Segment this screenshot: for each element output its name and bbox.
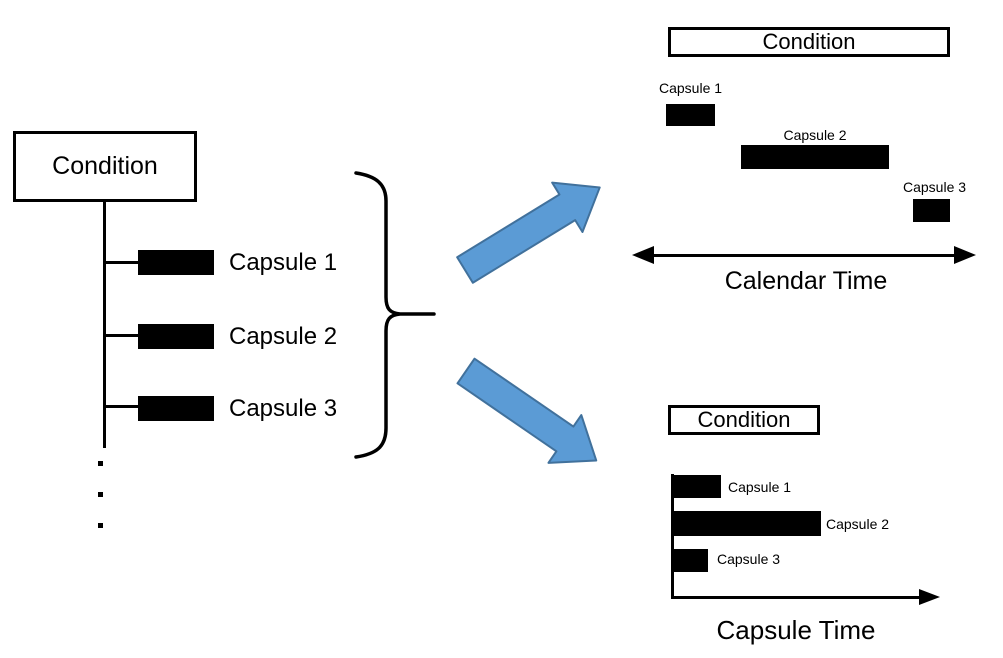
capsule-condition-label: Condition: [697, 407, 791, 432]
ellipsis-dot: [98, 523, 103, 528]
calendar-time-axis-label: Calendar Time: [724, 267, 888, 295]
ellipsis-dot: [98, 492, 103, 497]
left-capsule-bar-1: [138, 250, 214, 275]
left-condition-label: Condition: [52, 152, 158, 180]
capsule-time-x-axis-line: [671, 596, 921, 599]
calendar-time-axis-line: [650, 254, 956, 257]
tree-branch-line-1: [103, 261, 140, 264]
block-arrow-down-right-icon: [456, 357, 598, 464]
capsule-time-label-3: Capsule 3: [717, 551, 781, 567]
tree-branch-line-2: [103, 334, 140, 337]
ellipsis-dot: [98, 461, 103, 466]
capsule-time-bar-2: [674, 511, 821, 536]
calendar-capsule-label-3: Capsule 3: [903, 179, 967, 195]
capsule-condition-box: Condition: [668, 405, 820, 435]
left-capsule-bar-3: [138, 396, 214, 421]
arrowhead-left-icon: [632, 246, 654, 264]
capsule-time-bar-3: [674, 549, 708, 572]
tree-vertical-line: [103, 202, 106, 448]
left-capsule-bar-2: [138, 324, 214, 349]
calendar-capsule-bar-3: [913, 199, 950, 222]
calendar-capsule-label-1: Capsule 1: [659, 80, 723, 96]
right-curly-brace-icon: [354, 171, 436, 459]
capsule-time-bar-1: [674, 475, 721, 498]
calendar-condition-label: Condition: [762, 29, 856, 54]
arrowhead-right-icon: [919, 589, 940, 605]
capsule-time-y-axis: [671, 474, 674, 599]
calendar-capsule-bar-1: [666, 104, 715, 126]
left-capsule-label-2: Capsule 2: [229, 323, 338, 350]
calendar-capsule-bar-2: [741, 145, 889, 169]
block-arrow-up-right-icon: [456, 181, 601, 284]
capsule-time-label-2: Capsule 2: [826, 516, 890, 532]
left-capsule-label-1: Capsule 1: [229, 249, 338, 276]
calendar-capsule-label-2: Capsule 2: [783, 127, 847, 143]
capsule-time-axis-label: Capsule Time: [716, 615, 876, 645]
calendar-condition-box: Condition: [668, 27, 950, 57]
left-capsule-label-3: Capsule 3: [229, 395, 338, 422]
arrowhead-right-icon: [954, 246, 976, 264]
left-condition-box: Condition: [13, 131, 197, 202]
capsule-time-label-1: Capsule 1: [728, 479, 792, 495]
tree-branch-line-3: [103, 405, 140, 408]
